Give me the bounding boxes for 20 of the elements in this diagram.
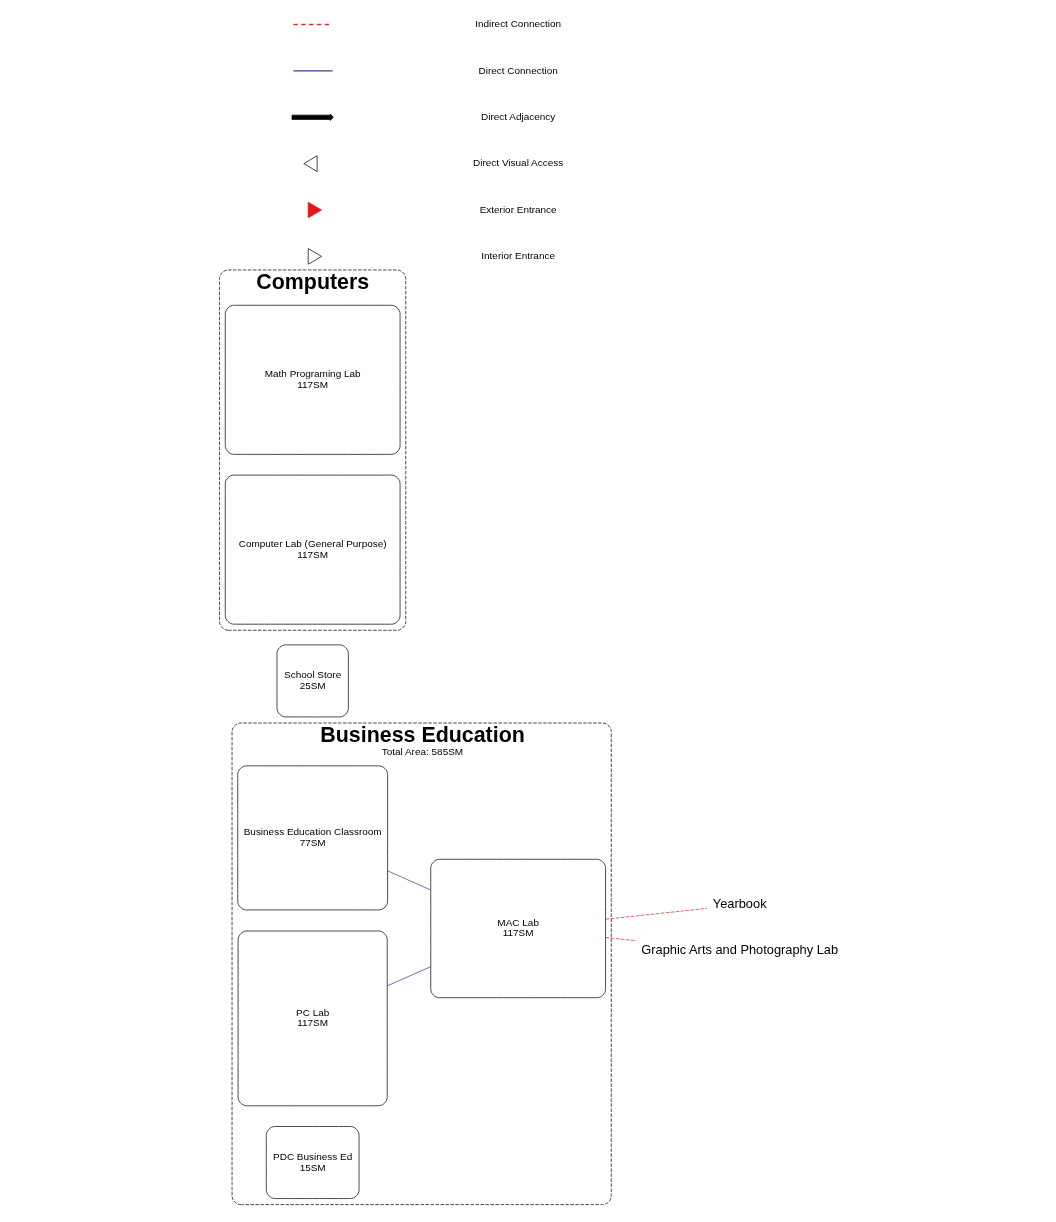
node-box: Computer Lab (General Purpose) 117SM xyxy=(224,474,400,625)
legend-label: Direct Adjacency xyxy=(480,110,555,122)
node-text: Graphic Arts and Photography Lab xyxy=(640,942,838,958)
node-box: School Store 25SM xyxy=(276,644,349,718)
node-box: PC Lab 117SM xyxy=(237,930,388,1107)
node-box: Math Programing Lab 117SM xyxy=(224,304,400,455)
connector xyxy=(605,908,707,920)
legend-label: Indirect Connection xyxy=(474,18,561,30)
legend-label: Exterior Entrance xyxy=(479,203,557,215)
connector xyxy=(605,937,637,942)
connector xyxy=(386,966,431,987)
node-label: Total Area: 585SM xyxy=(381,745,463,757)
legend-label: Direct Connection xyxy=(478,64,558,76)
node-text: Yearbook xyxy=(712,896,767,912)
legend-label: Direct Visual Access xyxy=(472,157,563,169)
node-box: PDC Business Ed 15SM xyxy=(265,1126,359,1199)
legend-label: Interior Entrance xyxy=(480,250,555,262)
connector xyxy=(386,870,431,891)
node-box: Business Education Classroom 77SM xyxy=(236,765,388,911)
node-box: MAC Lab 117SM xyxy=(429,858,606,999)
